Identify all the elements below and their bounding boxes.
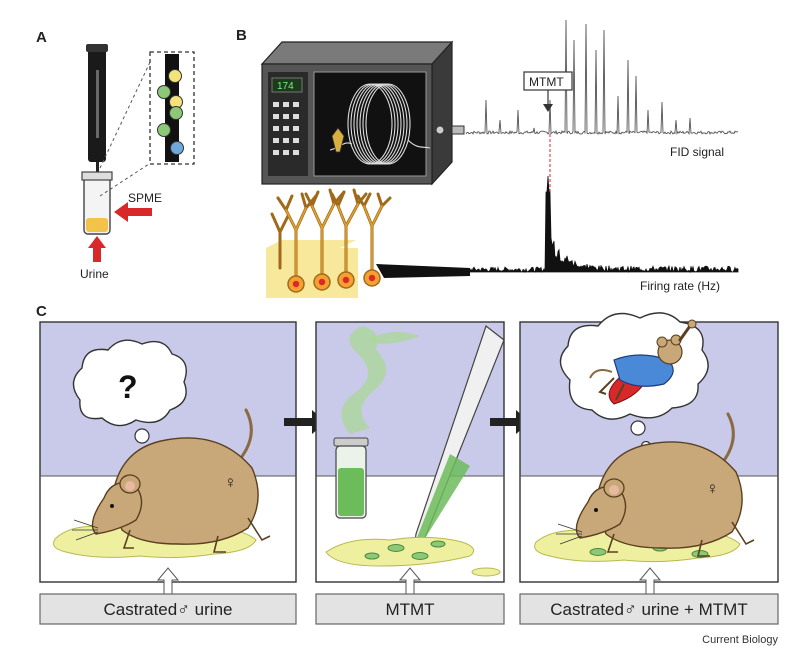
fid-signal-trace bbox=[465, 19, 739, 136]
mtmt-drop bbox=[430, 540, 446, 548]
caption-box-1 bbox=[39, 593, 297, 625]
instrument-top bbox=[260, 41, 454, 65]
caption-arrow-1 bbox=[156, 567, 180, 595]
spme-syringe bbox=[88, 44, 106, 162]
pipette-liquid bbox=[416, 454, 470, 540]
volatile-molecule bbox=[157, 85, 171, 99]
panel-a-label: A bbox=[36, 29, 47, 46]
instrument-side bbox=[431, 40, 453, 186]
hero-tail bbox=[589, 369, 613, 379]
hero-suit bbox=[613, 354, 674, 387]
hero-fist bbox=[678, 324, 692, 342]
female-mouse: ♀ bbox=[556, 412, 755, 557]
gc-instrument: 174 bbox=[260, 40, 465, 186]
mouse-body bbox=[111, 437, 259, 545]
keypad bbox=[273, 102, 299, 155]
mtmt-peak-label: MTMT bbox=[529, 75, 564, 89]
mouse-ear-inner bbox=[125, 481, 135, 491]
panel-c: C ? bbox=[36, 303, 779, 646]
scene-castrated-urine-mtmt: ♀ bbox=[519, 312, 779, 583]
mouse-eye bbox=[110, 504, 114, 508]
zoom-line-bottom bbox=[99, 161, 153, 197]
journal-credit: Current Biology bbox=[702, 634, 778, 646]
vomeronasal-neurons bbox=[266, 188, 392, 298]
gc-column-coil bbox=[329, 83, 431, 165]
caption-box-2 bbox=[315, 593, 505, 625]
vial-cap bbox=[81, 171, 113, 181]
mouse-paws bbox=[606, 521, 755, 557]
mtmt-liquid bbox=[338, 468, 364, 516]
thought-cloud bbox=[72, 339, 187, 427]
hero-fist-ball bbox=[687, 319, 697, 329]
panel-b-label: B bbox=[236, 27, 247, 44]
caption-box-3 bbox=[519, 593, 779, 625]
volatile-molecule bbox=[168, 69, 182, 83]
fid-signal-label: FID signal bbox=[670, 145, 724, 159]
spme-label: SPME bbox=[128, 191, 162, 205]
injection-port bbox=[331, 127, 345, 153]
panel-b: B 174 bbox=[236, 19, 739, 298]
thought-bubble bbox=[134, 428, 150, 444]
display-readout: 174 bbox=[277, 81, 294, 92]
caption-castrated-urine-mtmt: Castrated♂ urine + MTMT bbox=[550, 600, 747, 619]
mouse-eye bbox=[594, 508, 598, 512]
hero-legs bbox=[598, 377, 625, 401]
outlet-knob bbox=[435, 125, 445, 135]
mouse-paws bbox=[122, 517, 271, 553]
firing-rate-label: Firing rate (Hz) bbox=[640, 279, 720, 293]
mtmt-drop bbox=[589, 548, 607, 556]
hero-ear bbox=[656, 336, 668, 348]
panel-a: A SPME Urine bbox=[36, 29, 195, 281]
female-mouse: ♀ bbox=[72, 408, 271, 553]
volatile-molecule bbox=[170, 141, 184, 155]
recording-wedge bbox=[376, 264, 470, 278]
spme-arrow bbox=[114, 202, 152, 222]
caption-castrated-urine: Castrated♂ urine bbox=[104, 600, 233, 619]
mtmt-vapor bbox=[341, 326, 387, 434]
mtmt-drop bbox=[364, 552, 380, 560]
mouse-ear-inner bbox=[609, 485, 619, 495]
caption-mtmt: MTMT bbox=[385, 600, 434, 619]
mouse-whiskers bbox=[72, 519, 99, 541]
question-mark: ? bbox=[118, 369, 138, 405]
scene-mtmt bbox=[315, 321, 505, 583]
caption-arrow-3 bbox=[638, 567, 662, 595]
urine-arrow bbox=[88, 236, 106, 262]
zoom-line-top bbox=[99, 57, 153, 169]
volatile-molecule bbox=[157, 123, 171, 137]
syringe-cap bbox=[86, 44, 108, 52]
instrument-display bbox=[271, 77, 303, 93]
thought-bubble bbox=[630, 420, 646, 436]
urine-label: Urine bbox=[80, 267, 109, 281]
mtmt-vapor bbox=[368, 331, 420, 344]
urine-sample bbox=[86, 218, 108, 232]
mouse-whiskers bbox=[556, 523, 583, 545]
female-symbol: ♀ bbox=[706, 479, 719, 498]
syringe-highlight bbox=[96, 70, 99, 138]
female-symbol: ♀ bbox=[224, 473, 237, 492]
scene-castrated-urine: ? ♀ bbox=[39, 321, 297, 583]
urine-drop bbox=[471, 567, 501, 577]
mtmt-drop bbox=[411, 552, 429, 560]
caption-arrow-2 bbox=[398, 567, 422, 595]
detector-outlet bbox=[451, 125, 465, 135]
firing-rate-trace bbox=[469, 175, 739, 274]
mtmt-vial-cap bbox=[333, 437, 369, 447]
superhero-mouse bbox=[589, 319, 697, 405]
panel-c-label: C bbox=[36, 303, 47, 320]
mtmt-drop bbox=[387, 544, 405, 552]
mtmt-pointer-head bbox=[543, 104, 553, 112]
mouse-body bbox=[595, 441, 743, 549]
volatile-molecule bbox=[169, 106, 183, 120]
